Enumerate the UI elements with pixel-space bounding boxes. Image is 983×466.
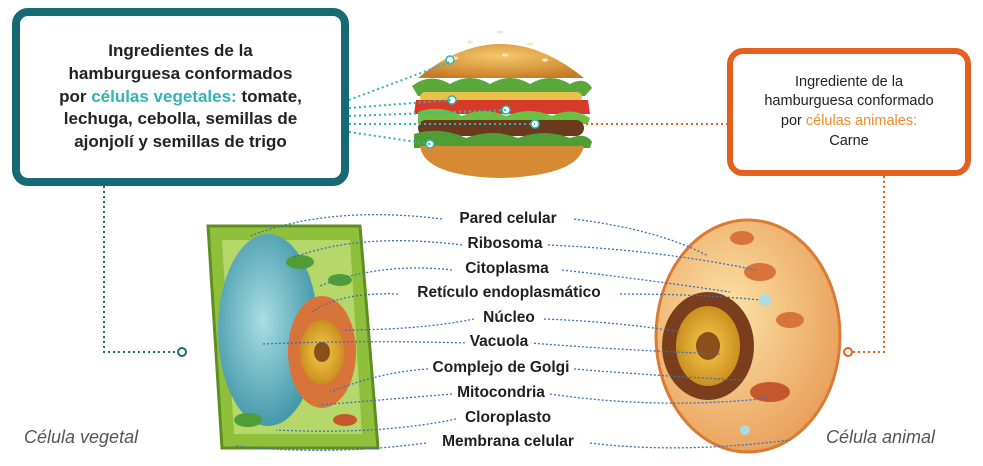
plant-box-line-2: hamburguesa conformados [68,63,293,83]
label-vacuola: Vacuola [466,333,532,351]
animal-box-line-1: Ingrediente de la [794,73,904,90]
animal-box-line-2: hamburguesa conformado [764,93,934,110]
plant-box-line-4: lechuga, cebolla, semillas de [63,109,298,129]
plant-cell-image [206,224,380,450]
animal-ingredients-text: Ingrediente de la hamburguesa conformado… [764,73,933,151]
plant-box-line-3-suffix: tomate, [236,86,302,106]
label-citoplasma: Citoplasma [462,260,552,278]
plant-box-line-3-prefix: por [59,86,92,106]
animal-box-line-3: por células animales: [764,112,933,132]
label-nucleo: Núcleo [480,309,538,327]
animal-cell-image [654,218,842,454]
label-complejo-de-golgi: Complejo de Golgi [429,359,573,377]
label-reticulo-endoplasmatico: Retículo endoplasmático [414,284,604,302]
plant-ingredients-box: Ingredientes de la hamburguesa conformad… [12,8,349,186]
animal-ingredients-box: Ingrediente de la hamburguesa conformado… [727,48,971,176]
plant-box-line-3: por células vegetales: tomate, [59,86,302,109]
plant-ingredients-text: Ingredientes de la hamburguesa conformad… [59,40,302,155]
animal-box-line-4: Carne [829,132,869,149]
leader-lines [235,214,791,451]
label-ribosoma: Ribosoma [464,235,546,253]
connector-lines [103,61,885,353]
animal-box-line-3-prefix: por [780,113,806,129]
label-cloroplasto: Cloroplasto [461,409,555,427]
label-membrana-celular: Membrana celular [439,433,577,451]
label-pared-celular: Pared celular [456,210,560,228]
plant-cells-highlight: células vegetales: [91,86,237,106]
plant-box-line-1: Ingredientes de la [108,40,253,60]
plant-box-line-5: ajonjolí y semillas de trigo [74,132,287,152]
animal-cells-highlight: células animales: [805,113,918,129]
plant-cell-caption: Célula vegetal [24,427,139,447]
label-mitocondria: Mitocondria [454,384,548,402]
animal-cell-caption: Célula animal [826,427,936,447]
hamburger-image [412,30,592,178]
